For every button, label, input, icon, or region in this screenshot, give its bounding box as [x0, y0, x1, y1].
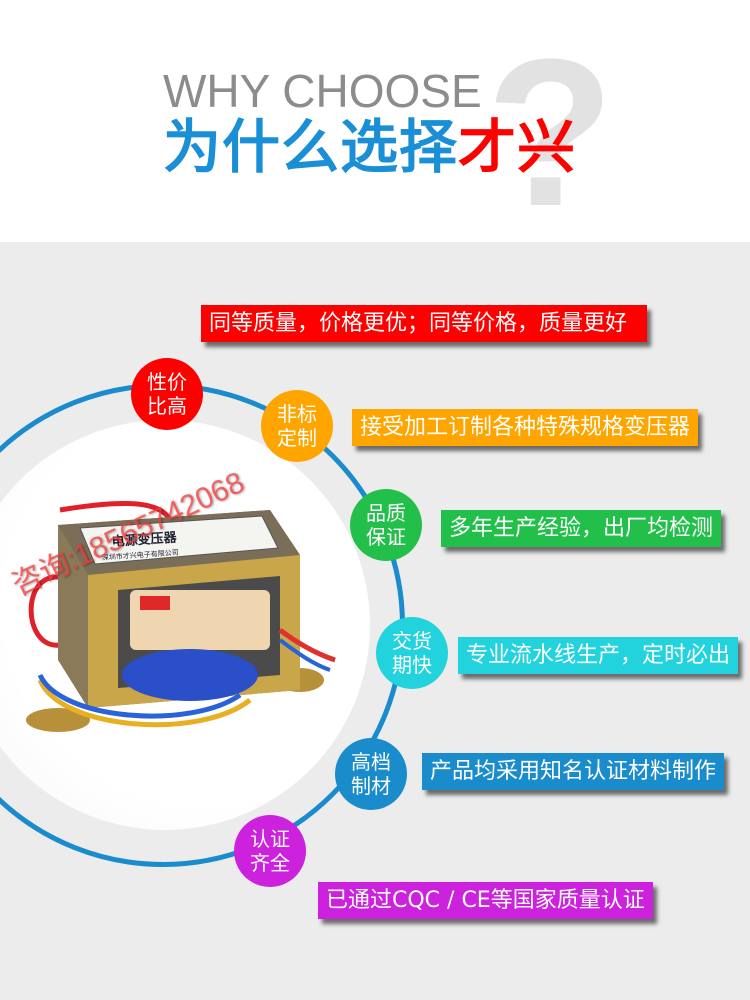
svg-text:电源变压器: 电源变压器 — [111, 529, 178, 550]
badge-quality: 品质 保证 — [350, 489, 422, 561]
english-title: WHY CHOOSE — [163, 65, 482, 117]
badge-certification: 认证 齐全 — [234, 815, 306, 887]
tag-quality: 多年生产经验，出厂均检测 — [441, 510, 722, 547]
tag-materials: 产品均采用知名认证材料制作 — [422, 753, 725, 790]
header-banner: ? WHY CHOOSE 为什么选择才兴 — [0, 0, 750, 242]
title-prefix: 为什么选择 — [163, 113, 459, 181]
badge-custom: 非标 定制 — [261, 390, 333, 462]
badge-value: 性价 比高 — [131, 358, 203, 430]
badge-materials: 高档 制材 — [335, 738, 407, 810]
tag-delivery: 专业流水线生产，定时必出 — [458, 637, 739, 674]
tag-certification: 已通过CQC / CE等国家质量认证 — [318, 882, 653, 919]
chinese-title: 为什么选择才兴 — [163, 118, 576, 176]
question-mark-graphic: ? — [486, 15, 615, 250]
transformer-product-image: 电源变压器 深圳市才兴电子有限公司 — [26, 500, 336, 732]
title-brand: 才兴 — [458, 113, 577, 181]
tag-custom: 接受加工订制各种特殊规格变压器 — [352, 409, 699, 446]
badge-delivery: 交货 期快 — [376, 617, 448, 689]
tag-value: 同等质量，价格更优；同等价格，质量更好 — [201, 305, 647, 342]
